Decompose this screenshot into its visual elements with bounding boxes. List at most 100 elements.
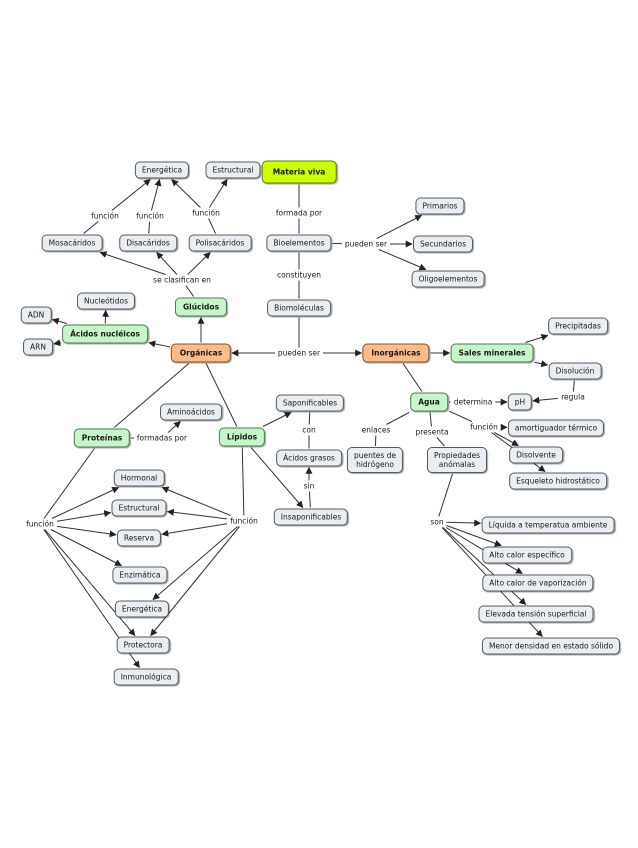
link-phrase-enlaces: enlaces: [359, 425, 393, 435]
concept-node-protectora[interactable]: Protectora: [116, 636, 170, 654]
concept-node-ph[interactable]: pH: [507, 393, 533, 411]
connector-propiedades-anomalas-to-l-son: [438, 473, 453, 517]
concept-node-propiedades-anomalas[interactable]: Propiedades anómalas: [427, 447, 487, 473]
concept-node-primarios[interactable]: Primarios: [415, 197, 465, 215]
concept-node-sales-minerales[interactable]: Sales minerales: [450, 343, 534, 363]
concept-node-materia-viva[interactable]: Materia viva: [261, 160, 337, 184]
connector-insaponificables-to-l-sin: [308, 491, 311, 508]
link-phrase-son: son: [428, 517, 446, 527]
link-phrase-pueden-ser-main: pueden ser: [275, 348, 323, 358]
concept-node-arn[interactable]: ARN: [23, 338, 53, 356]
connector-l-funcion-prot-to-hormonal: [51, 486, 120, 519]
concept-node-amortiguador[interactable]: amortiguador térmico: [507, 419, 605, 437]
connector-organicas-to-proteinas: [113, 363, 190, 428]
concept-node-reserva[interactable]: Reserva: [116, 529, 162, 547]
connector-l-funcion-prot-to-reserva: [56, 525, 117, 538]
concept-node-adn[interactable]: ADN: [20, 306, 52, 324]
connector-agua-to-l-enlaces: [386, 412, 410, 425]
connector-l-pueden-ser-bio-to-primarios: [376, 215, 423, 239]
connector-l-formadas-por-to-aminoacidos: [167, 421, 181, 433]
link-phrase-presenta: presenta: [413, 427, 451, 437]
link-phrase-funcion-di: función: [134, 211, 166, 221]
concept-node-glucidos[interactable]: Glúcidos: [174, 297, 228, 317]
concept-node-alto-calor-esp[interactable]: Alto calor específico: [482, 546, 572, 564]
connector-agua-to-l-presenta: [429, 412, 432, 427]
concept-node-nucleotidos[interactable]: Nucleótidos: [76, 292, 136, 310]
concept-node-puentes-hidrogeno[interactable]: puentes de hidrógeno: [346, 447, 404, 473]
connector-lipidos-to-l-funcion-lip: [241, 447, 245, 516]
connector-l-funcion-poli-to-estructural-g: [209, 178, 228, 208]
concept-node-inorganicas[interactable]: Inorgánicas: [362, 343, 430, 363]
concept-node-polisacaridos[interactable]: Polisacáridos: [188, 234, 252, 252]
concept-node-inmunologica[interactable]: Inmunológica: [113, 668, 179, 686]
concept-node-proteinas[interactable]: Proteínas: [73, 428, 131, 448]
connector-l-funcion-prot-to-enzimatica: [50, 529, 122, 566]
concept-node-oligoelementos[interactable]: Oligoelementos: [411, 270, 485, 288]
concept-node-tension[interactable]: Elevada tensión superficial: [478, 605, 594, 623]
connector-disacaridos-to-l-funcion-di: [148, 221, 151, 234]
link-phrase-funcion-poli: función: [190, 208, 222, 218]
concept-node-acidos-nucleicos[interactable]: Ácidos nucléicos: [62, 324, 148, 344]
concept-node-saponificables[interactable]: Saponificables: [275, 394, 345, 412]
connector-glucidos-to-l-se-clasifican: [185, 285, 195, 297]
connector-disolucion-to-l-regula: [572, 380, 575, 392]
connector-sales-minerales-to-disolucion: [534, 360, 549, 368]
link-phrase-pueden-ser-bio: pueden ser: [342, 239, 390, 249]
connector-lipidos-to-saponificables: [262, 412, 292, 427]
concept-node-disacaridos[interactable]: Disacáridos: [119, 234, 177, 252]
connector-acidos-nucleicos-to-arn: [53, 339, 62, 347]
link-phrase-con: con: [300, 425, 318, 435]
connector-organicas-to-acidos-nucleicos: [148, 340, 171, 348]
link-phrase-determina: determina: [451, 397, 495, 407]
connector-l-funcion-agua-to-disolvente: [493, 432, 519, 446]
connector-l-se-clasifican-to-disacaridos: [156, 251, 178, 275]
concept-node-biomoleculas[interactable]: Biomoléculas: [267, 299, 331, 317]
concept-node-liquida[interactable]: Líquida a temperatua ambiente: [481, 516, 615, 534]
concept-node-secundarios[interactable]: Secundarios: [412, 235, 474, 253]
concept-node-precipitadas[interactable]: Precipitadas: [548, 317, 608, 335]
connector-l-pueden-ser-bio-to-oligoelementos: [378, 249, 427, 271]
connector-agua-to-l-funcion-agua: [448, 410, 473, 422]
link-phrase-funcion-prot: función: [24, 519, 56, 529]
concept-node-mosacaridos[interactable]: Mosacáridos: [41, 234, 103, 252]
concept-node-densidad[interactable]: Menor densidad en estado sólido: [481, 637, 621, 655]
concept-node-enzimatica[interactable]: Enzimática: [112, 566, 168, 584]
connector-l-son-to-liquida: [446, 519, 482, 527]
connector-l-se-clasifican-to-polisacaridos: [187, 252, 211, 275]
connector-polisacaridos-to-l-funcion-poli: [208, 218, 217, 234]
link-phrase-funcion-agua: función: [468, 422, 500, 432]
connector-l-funcion-lip-to-energetica-p: [152, 526, 238, 600]
connector-l-funcion-lip-to-reserva: [161, 523, 228, 537]
connector-l-funcion-lip-to-protectora: [150, 526, 240, 637]
connector-l-se-clasifican-to-mosacaridos: [99, 251, 166, 275]
connector-l-funcion-lip-to-estructural-p: [166, 508, 228, 520]
connector-l-presenta-to-propiedades-anomalas: [436, 437, 445, 447]
concept-node-estructural-g[interactable]: Estructural: [205, 161, 261, 179]
connector-l-son-to-tension: [442, 527, 527, 605]
link-phrase-constituyen: constituyen: [275, 270, 323, 280]
concept-node-energetica-p[interactable]: Energética: [114, 600, 170, 618]
concept-node-lipidos[interactable]: Lípidos: [218, 427, 266, 447]
concept-node-disolvente[interactable]: Disolvente: [509, 446, 563, 464]
link-phrase-formada-por: formada por: [273, 208, 325, 218]
connector-sales-minerales-to-precipitadas: [525, 334, 549, 343]
link-phrase-se-clasifican: se clasifican en: [151, 275, 213, 285]
concept-node-agua[interactable]: Agua: [410, 392, 448, 412]
concept-node-estructural-p[interactable]: Estructural: [111, 499, 167, 517]
concept-node-insaponificables[interactable]: Insaponificables: [273, 508, 349, 526]
concept-node-organicas[interactable]: Orgánicas: [170, 343, 232, 363]
concept-node-bioelementos[interactable]: Bioelementos: [266, 234, 332, 252]
concept-node-acidos-grasos[interactable]: Ácidos grasos: [276, 449, 342, 467]
concept-node-esqueleto[interactable]: Esqueleto hidrostático: [509, 472, 607, 490]
concept-node-alto-calor-vap[interactable]: Alto calor de vaporización: [482, 574, 594, 592]
connector-inorganicas-to-agua: [402, 363, 423, 392]
concept-node-aminoacidos[interactable]: Aminoácidos: [160, 403, 222, 421]
concept-node-hormonal[interactable]: Hormonal: [113, 469, 165, 487]
concept-node-disolucion[interactable]: Disolución: [548, 362, 602, 380]
connector-l-funcion-lip-to-hormonal: [161, 486, 231, 516]
connector-lipidos-to-insaponificables: [250, 447, 304, 509]
link-phrase-sin: sin: [301, 481, 317, 491]
connector-l-regula-to-ph: [532, 396, 559, 404]
concept-node-energetica-g[interactable]: Energética: [134, 161, 190, 179]
